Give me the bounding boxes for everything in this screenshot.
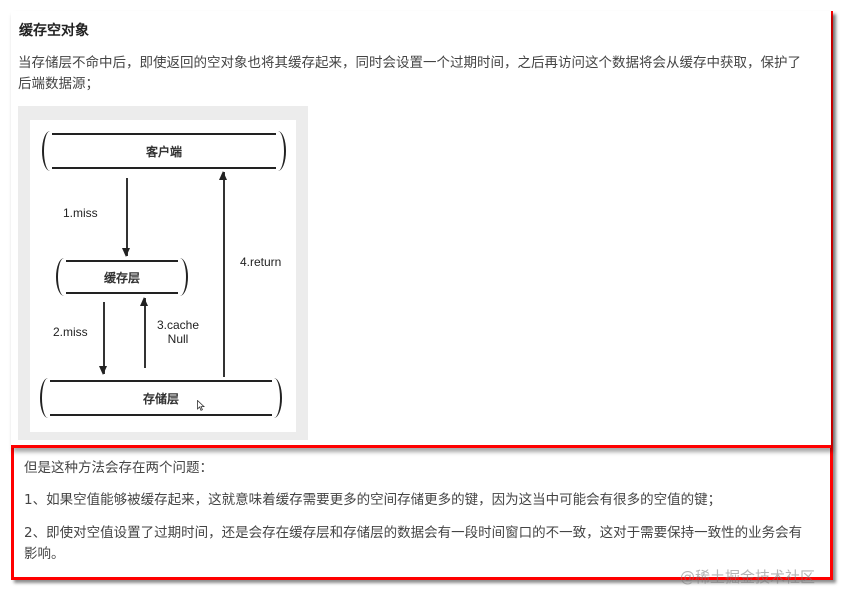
cache-layer-label: 缓存层 — [103, 270, 140, 285]
step4-label: 4.return — [240, 255, 282, 269]
cache-null-object-diagram: 客户端 1.miss 4.return 缓存层 2.miss 3.cache N… — [18, 106, 308, 440]
storage-layer-label: 存储层 — [142, 391, 179, 406]
arrow-down-icon — [123, 178, 129, 257]
mouse-cursor-icon — [197, 400, 205, 411]
client-layer-label: 客户端 — [145, 144, 182, 159]
issues-intro: 但是这种方法会存在两个问题： — [24, 460, 213, 476]
client-layer-box: 客户端 — [42, 131, 286, 171]
arrow-up-icon — [220, 171, 226, 377]
diagram-canvas: 客户端 1.miss 4.return 缓存层 2.miss 3.cache N… — [30, 120, 296, 432]
section-title: 缓存空对象 — [19, 23, 89, 39]
watermark: @稀土掘金技术社区 — [680, 568, 816, 586]
step2-label: 2.miss — [53, 325, 88, 339]
step1-label: 1.miss — [63, 206, 98, 220]
step3-label-line1: 3.cache — [156, 318, 200, 332]
step3-label: 3.cache Null — [152, 318, 204, 346]
arrow-up-icon — [141, 297, 147, 368]
intro-paragraph: 当存储层不命中后，即使返回的空对象也将其缓存起来，同时会设置一个过期时间，之后再… — [18, 55, 801, 92]
issue-item: 1、如果空值能够被缓存起来，这就意味着缓存需要更多的空间存储更多的键，因为这当中… — [24, 492, 722, 508]
step3-label-line2: Null — [167, 332, 189, 346]
arrow-down-icon — [100, 302, 106, 375]
storage-layer-box: 存储层 — [40, 378, 282, 418]
issue-item: 2、即使对空值设置了过期时间，还是会存在缓存层和存储层的数据会有一段时间窗口的不… — [24, 525, 803, 562]
cache-layer-box: 缓存层 — [56, 258, 188, 296]
